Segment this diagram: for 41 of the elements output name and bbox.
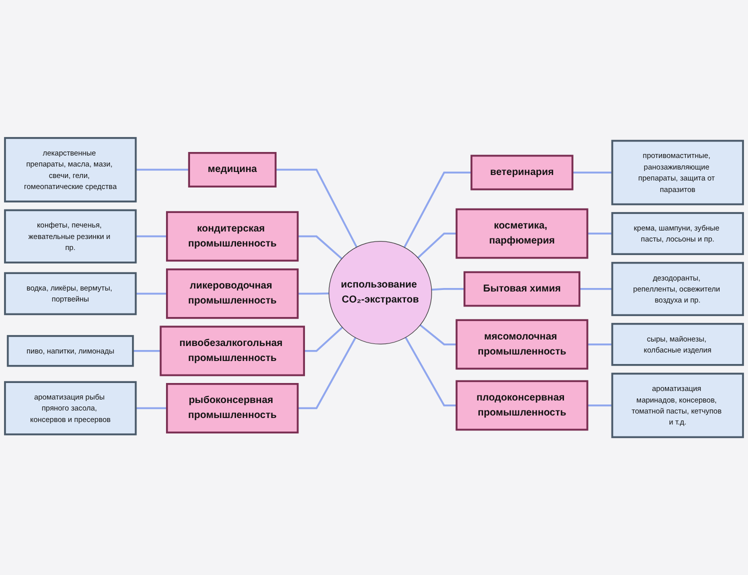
connector — [276, 168, 358, 248]
node-box — [4, 136, 137, 202]
connector — [579, 288, 612, 290]
connector — [304, 326, 343, 352]
node-box — [456, 380, 588, 431]
node-box — [470, 154, 574, 190]
node-box — [4, 209, 137, 264]
node-box — [611, 322, 744, 366]
connector — [298, 337, 356, 410]
connector — [298, 292, 329, 294]
node-box — [166, 211, 299, 262]
node-box — [464, 271, 580, 307]
node-box — [4, 381, 137, 436]
node-box — [611, 212, 744, 255]
node-box — [4, 272, 137, 316]
node-circle — [328, 240, 432, 344]
connector — [136, 407, 167, 410]
node-box — [6, 334, 134, 367]
node-box — [456, 208, 588, 259]
connector — [136, 292, 167, 294]
connector — [132, 350, 161, 352]
connector — [420, 324, 457, 346]
connector — [572, 172, 612, 174]
connector — [417, 232, 457, 258]
connector — [587, 404, 612, 406]
node-box — [188, 152, 277, 188]
node-box — [456, 319, 588, 370]
connector — [404, 336, 457, 406]
node-box — [166, 268, 299, 319]
node-box — [166, 382, 299, 434]
connector — [298, 235, 342, 260]
connector — [587, 343, 612, 346]
connector — [432, 288, 464, 291]
connector — [136, 168, 190, 171]
connector — [587, 232, 612, 234]
node-box — [611, 140, 744, 206]
connector — [404, 172, 472, 248]
node-box — [611, 372, 744, 438]
connector — [136, 235, 167, 238]
node-box — [160, 326, 305, 376]
node-box — [611, 262, 744, 316]
